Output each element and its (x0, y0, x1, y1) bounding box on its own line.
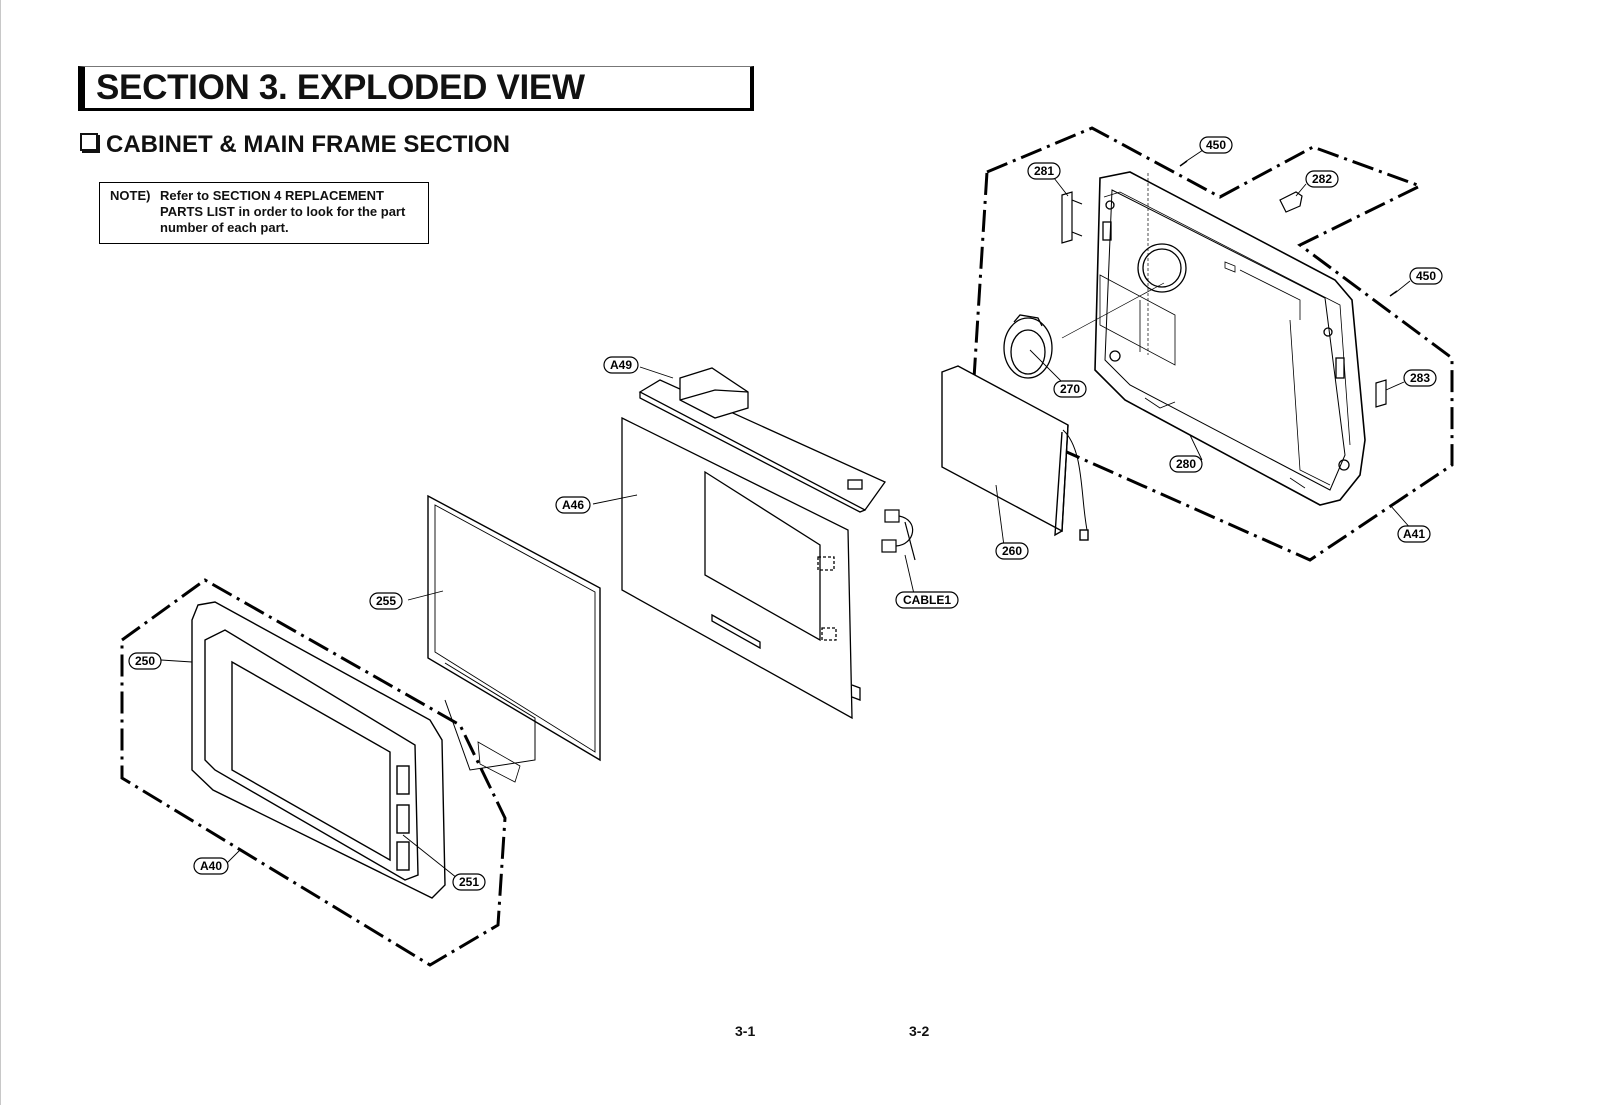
callout-270: 270 (1053, 380, 1087, 398)
callout-255: 255 (369, 592, 403, 610)
callout-cable1-text: CABLE1 (903, 593, 951, 607)
checkbox-bullet-icon (80, 133, 98, 151)
callout-255-text: 255 (376, 594, 396, 608)
callout-251-text: 251 (459, 875, 479, 889)
speaker-270 (1003, 314, 1053, 379)
callout-251: 251 (452, 873, 486, 891)
page-edge (0, 0, 1, 1105)
note-box: NOTE) Refer to SECTION 4 REPLACEMENT PAR… (99, 182, 429, 244)
callout-281: 281 (1027, 162, 1061, 180)
sub-board-a49 (638, 367, 886, 513)
callout-450-top: 450 (1199, 136, 1233, 154)
leader-lines (160, 149, 1413, 879)
front-cabinet-250 (191, 601, 446, 899)
page-number-right: 3-2 (909, 1023, 930, 1039)
page-number-left: 3-1 (735, 1023, 756, 1039)
callout-260-text: 260 (1002, 544, 1022, 558)
callout-281-text: 281 (1034, 164, 1054, 178)
battery-260 (941, 365, 1089, 541)
callout-a49-text: A49 (610, 358, 632, 372)
callout-a49: A49 (603, 356, 639, 374)
subsection-heading: CABINET & MAIN FRAME SECTION (80, 130, 510, 160)
callout-282-text: 282 (1312, 172, 1332, 186)
callout-260: 260 (995, 542, 1029, 560)
callout-a41-text: A41 (1403, 527, 1425, 541)
callout-283: 283 (1403, 369, 1437, 387)
callout-450-right: 450 (1409, 267, 1443, 285)
callout-a40-text: A40 (200, 859, 222, 873)
callout-cable1: CABLE1 (895, 591, 959, 609)
note-prefix: NOTE) (110, 188, 151, 203)
callout-280-text: 280 (1176, 457, 1196, 471)
group-boundary-a41 (970, 126, 1454, 562)
section-header: SECTION 3. EXPLODED VIEW (78, 66, 754, 111)
main-pcb-a46 (621, 416, 861, 720)
callout-a40: A40 (193, 857, 229, 875)
callout-270-text: 270 (1060, 382, 1080, 396)
callout-a46: A46 (555, 496, 591, 514)
callout-283-text: 283 (1410, 371, 1430, 385)
callout-a41: A41 (1397, 525, 1431, 543)
bracket-281 (1061, 191, 1083, 244)
callout-282: 282 (1305, 170, 1339, 188)
bracket-283 (1375, 379, 1387, 408)
callout-280: 280 (1169, 455, 1203, 473)
subsection-title: CABINET & MAIN FRAME SECTION (106, 131, 510, 158)
callout-250: 250 (128, 652, 162, 670)
rear-cabinet-280 (1094, 171, 1366, 506)
cable1-connector (881, 509, 916, 561)
callout-450-right-text: 450 (1416, 269, 1436, 283)
callout-450-top-text: 450 (1206, 138, 1226, 152)
note-text: Refer to SECTION 4 REPLACEMENT PARTS LIS… (160, 188, 406, 235)
lcd-panel-255 (427, 494, 601, 783)
bracket-282 (1279, 191, 1303, 213)
group-boundary-a40 (120, 578, 507, 967)
callout-250-text: 250 (135, 654, 155, 668)
section-title: SECTION 3. EXPLODED VIEW (96, 68, 585, 107)
callout-a46-text: A46 (562, 498, 584, 512)
